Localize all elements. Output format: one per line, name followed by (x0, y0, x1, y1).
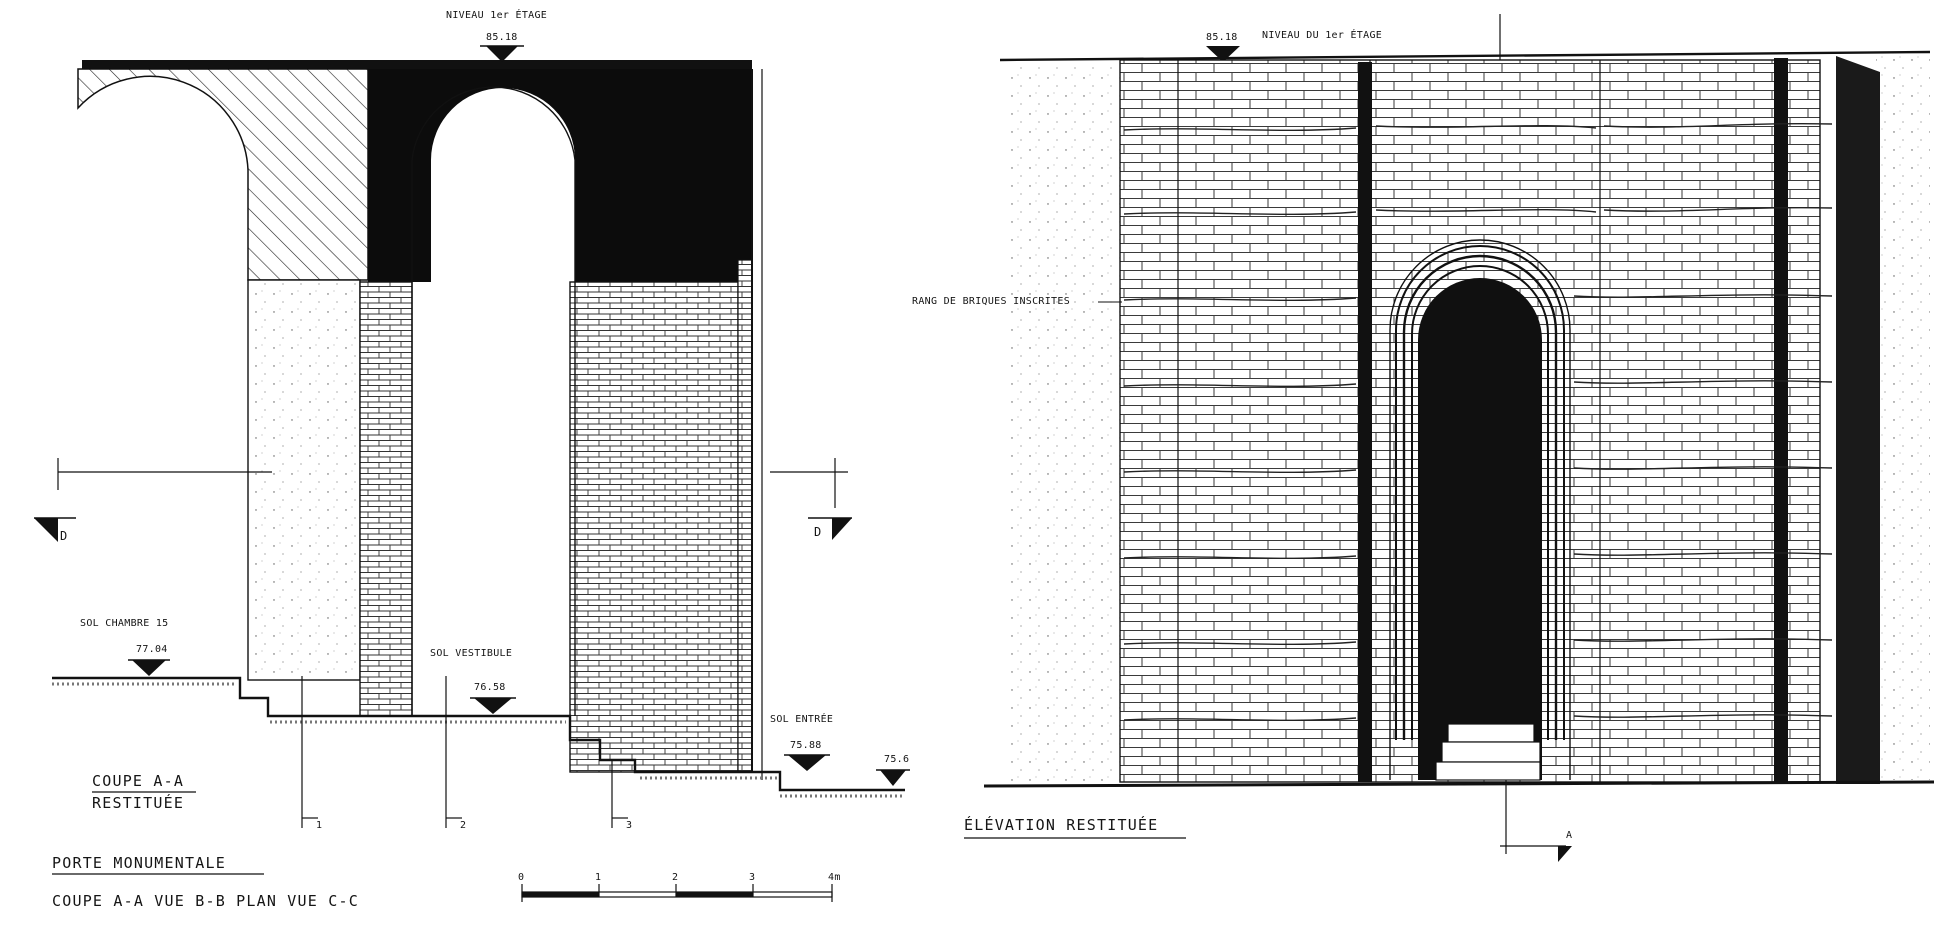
main-subtitle: COUPE A-A VUE B-B PLAN VUE C-C (52, 892, 359, 910)
dark-groove-left (1358, 62, 1372, 782)
level-marker-vestibule (474, 698, 512, 714)
level-line (999, 50, 1931, 62)
ref-mark-3: 3 (626, 820, 632, 831)
solid-vault-section (368, 69, 752, 282)
shadowed-pier (1836, 56, 1880, 784)
section-drawing: D D 85.18 NIVEAU 1er ÉTAGE SOL CHAMBRE 1… (34, 8, 910, 910)
inscribed-brick-courses (1123, 122, 1833, 722)
hatched-wall-section (77, 68, 369, 281)
coupe-title: COUPE A-A (92, 772, 184, 790)
elevation-drawing: 85.18 NIVEAU DU 1er ÉTAGE (912, 14, 1935, 862)
sol-entree-label: SOL ENTRÉE (770, 712, 833, 725)
cut-arrow-right (832, 518, 852, 540)
elevation-title: ÉLÉVATION RESTITUÉE (964, 815, 1158, 834)
brick-jamb (737, 259, 753, 773)
level-marker-chambre (132, 660, 166, 676)
level-top-label: NIVEAU 1er ÉTAGE (446, 8, 547, 21)
ref-mark-2: 2 (460, 820, 466, 831)
dark-groove-right (1774, 58, 1788, 782)
level-marker-elevation (1206, 46, 1240, 62)
scale-label-3: 3 (749, 872, 755, 883)
reference-lines: 1 2 3 (301, 676, 632, 831)
stippled-wall-left (1008, 62, 1120, 782)
sol-outer-value: 75.6 (884, 754, 909, 765)
cut-letter-left: D (60, 529, 68, 543)
scale-label-4m: 4m (828, 872, 841, 883)
floor-slab (82, 60, 752, 69)
stippled-wall-right (1876, 56, 1930, 780)
ground-profile (52, 676, 905, 792)
bricks-label: RANG DE BRIQUES INSCRITES (912, 296, 1070, 307)
doorway-opening (1418, 278, 1542, 780)
ref-mark-1: 1 (316, 820, 322, 831)
level-top-value: 85.18 (486, 32, 518, 43)
brick-wall-right (569, 281, 739, 773)
scale-label-0: 0 (518, 872, 524, 883)
sol-chambre-value: 77.04 (136, 644, 168, 655)
level-marker-outer (880, 770, 906, 786)
sol-vestibule-label: SOL VESTIBULE (430, 648, 512, 659)
cut-letter-right: D (814, 525, 822, 539)
scale-label-1: 1 (595, 872, 601, 883)
brick-pier-left (359, 281, 413, 717)
elevation-cut-letter: A (1566, 830, 1572, 841)
elevation-level-label: NIVEAU DU 1er ÉTAGE (1262, 28, 1382, 41)
elevation-ground-line (983, 780, 1935, 788)
sol-vestibule-value: 76.58 (474, 682, 506, 693)
level-marker-top (486, 46, 518, 62)
scale-bar: 0 1 2 3 4m (518, 872, 841, 902)
coupe-subtitle: RESTITUÉE (92, 793, 184, 812)
main-title: PORTE MONUMENTALE (52, 854, 226, 872)
stippled-pier (247, 279, 361, 681)
sol-chambre-label: SOL CHAMBRE 15 (80, 618, 169, 629)
arched-opening (411, 86, 576, 716)
level-marker-entree (788, 755, 826, 771)
elevation-level-value: 85.18 (1206, 32, 1238, 43)
scale-label-2: 2 (672, 872, 678, 883)
cut-arrow-left (34, 518, 58, 542)
cut-arrow-a (1558, 846, 1572, 862)
sol-entree-value: 75.88 (790, 740, 822, 751)
doorway-steps (1435, 723, 1541, 781)
